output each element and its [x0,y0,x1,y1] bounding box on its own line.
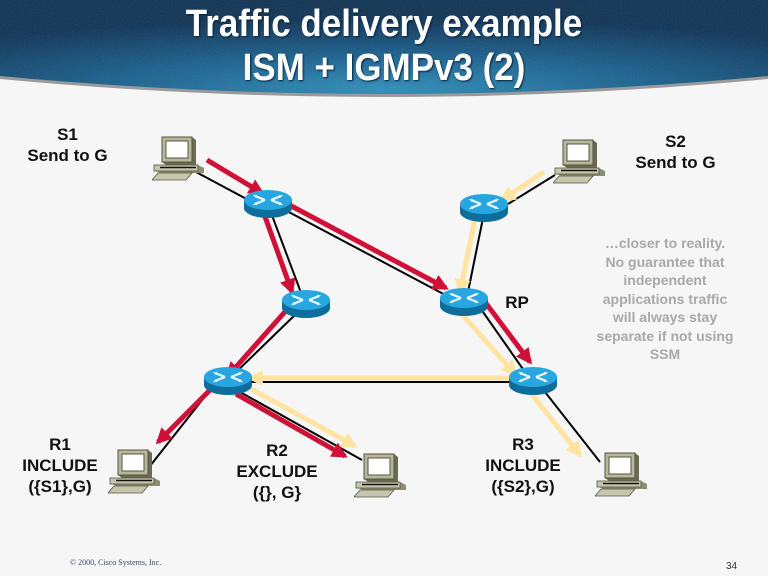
r1-filter: ({S1},G) [28,477,92,496]
links [149,171,601,467]
s2-name: S2 [665,132,686,151]
r2-mode: EXCLUDE [236,462,318,481]
header-banner [0,0,768,97]
copyright-footer: © 2000, Cisco Systems, Inc. [70,558,162,567]
flow-s2-to-b [499,169,546,203]
r1-name: R1 [49,435,71,454]
link-b-rp [467,217,484,293]
host-r2-icon [354,453,406,498]
flow-a-to-c [260,210,296,296]
router-e-icon [508,366,558,396]
slide-header: Traffic delivery example ISM + IGMPv3 (2… [0,0,768,110]
note-line: separate if not using [596,327,734,344]
slide-title: Traffic delivery example ISM + IGMPv3 (2… [0,2,768,90]
host-s1-icon [152,136,204,181]
link-c-d [229,311,299,379]
flow-c-to-d [225,303,293,379]
router-b-icon [459,193,509,223]
flow-d-to-r1 [155,386,214,445]
router-a-icon [243,189,293,219]
r3-filter: ({S2},G) [491,477,555,496]
router-d-icon [203,366,253,396]
r3-label: R3 INCLUDE ({S2},G) [470,434,576,497]
host-r1-icon [108,449,160,494]
r2-label: R2 EXCLUDE ({}, G} [222,440,332,503]
page-number: 34 [726,561,738,572]
r3-mode: INCLUDE [485,456,561,475]
link-e-r3 [544,391,601,463]
title-line-2: ISM + IGMPv3 (2) [242,47,526,89]
flow-e-to-r3 [528,390,582,458]
link-a-c [269,209,304,299]
note-line: independent [623,272,707,288]
host-r3-icon [595,452,647,497]
rp-label: RP [505,293,529,312]
reality-note: …closer to reality. No guarantee that in… [575,234,755,364]
host-s2-icon [553,139,605,184]
flow-a-to-rp [278,197,449,291]
note-line: No guarantee that [605,253,725,270]
flow-d-to-r2 [234,391,348,459]
s1-traffic-flows [155,157,532,459]
link-s1-a [195,171,255,204]
r2-name: R2 [266,441,288,460]
flow-rp-to-e [480,296,532,365]
flow-d-to-r2 [244,383,358,449]
note-line: applications traffic [602,290,728,307]
r2-filter: ({}, G} [252,483,302,502]
r1-mode: INCLUDE [22,456,98,475]
note-line: SSM [649,346,681,362]
s2-action: Send to G [635,153,716,172]
router-c-icon [281,289,331,319]
flow-s1-to-a [205,157,265,196]
title-line-1: Traffic delivery example [185,3,583,45]
note-line: …closer to reality. [604,235,726,251]
link-a-rp [284,209,452,299]
s2-label: S2 Send to G [618,131,733,173]
s1-action: Send to G [27,146,108,165]
flow-rp-to-e [458,310,518,377]
router-rp-icon [439,287,489,317]
r3-name: R3 [512,435,534,454]
s2-traffic-flows [244,169,582,458]
flow-b-to-rp [454,213,479,296]
s1-label: S1 Send to G [10,124,125,166]
r1-label: R1 INCLUDE ({S1},G) [8,434,112,497]
s1-name: S1 [57,125,78,144]
note-line: will always stay [612,309,718,325]
